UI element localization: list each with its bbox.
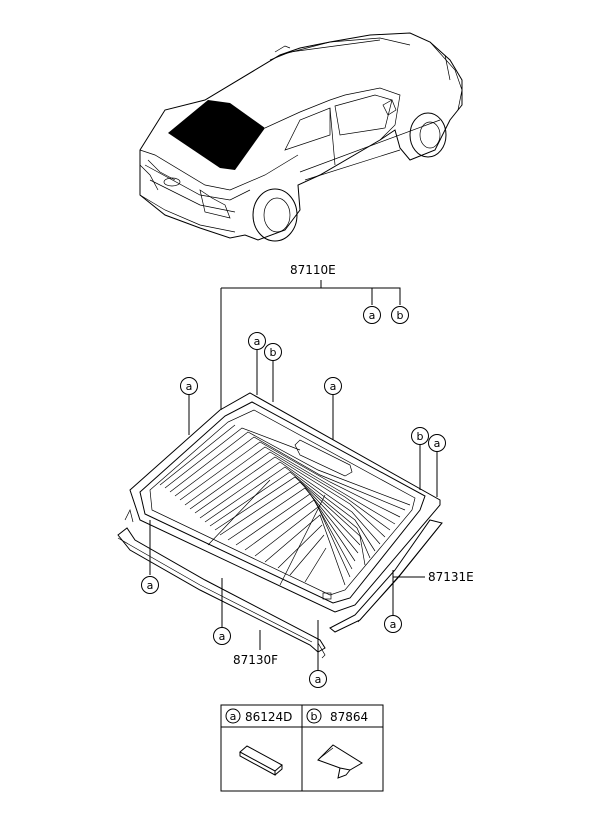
callout-b-top-right: b [391,306,409,324]
callout-letter: a [315,673,322,686]
legend-b-part-number: 87864 [330,710,368,724]
legend-b-header: b 87864 [306,708,368,724]
defroster-grid [159,424,411,586]
callout-a-lower-center: a [213,627,231,645]
callout-letter: a [186,380,193,393]
callouts: a b a a b a b a [141,306,446,688]
callout-letter: a [254,335,261,348]
callout-letter: a [434,437,441,450]
callout-b-top-center: b [264,343,282,361]
callout-letter: a [390,618,397,631]
callout-letter: b [397,309,404,322]
callout-a-top-center: a [248,332,266,350]
rear-glass-highlight [168,100,265,170]
callout-a-lower-right: a [384,615,402,633]
upper-molding [329,519,443,633]
callout-letter: a [369,309,376,322]
callout-a-right: a [428,434,446,452]
spacer-pad-illustration [239,745,283,776]
lower-molding [117,508,326,659]
callout-a-lower-left: a [141,576,159,594]
legend-b-letter: b [311,710,318,723]
clip-illustration [317,744,363,779]
leader-lines [149,280,438,670]
callout-b-right: b [411,427,429,445]
callout-letter: a [219,630,226,643]
label-87130F: 87130F [233,653,278,667]
legend-a-part-number: 86124D [245,710,292,724]
callout-a-bottom: a [309,670,327,688]
callout-a-center: a [324,377,342,395]
callout-a-top-right: a [363,306,381,324]
callout-letter: a [147,579,154,592]
rear-glass-assembly [129,392,441,613]
callout-letter: a [330,380,337,393]
label-87110E: 87110E [290,263,336,277]
legend-a-letter: a [230,710,237,723]
car-illustration [139,32,463,242]
callout-letter: b [270,346,277,359]
callout-letter: b [417,430,424,443]
legend-table: a 86124D b 87864 [220,704,384,792]
label-87131E: 87131E [428,570,474,584]
legend-a-header: a 86124D [225,708,292,724]
callout-a-upper-left: a [180,377,198,395]
